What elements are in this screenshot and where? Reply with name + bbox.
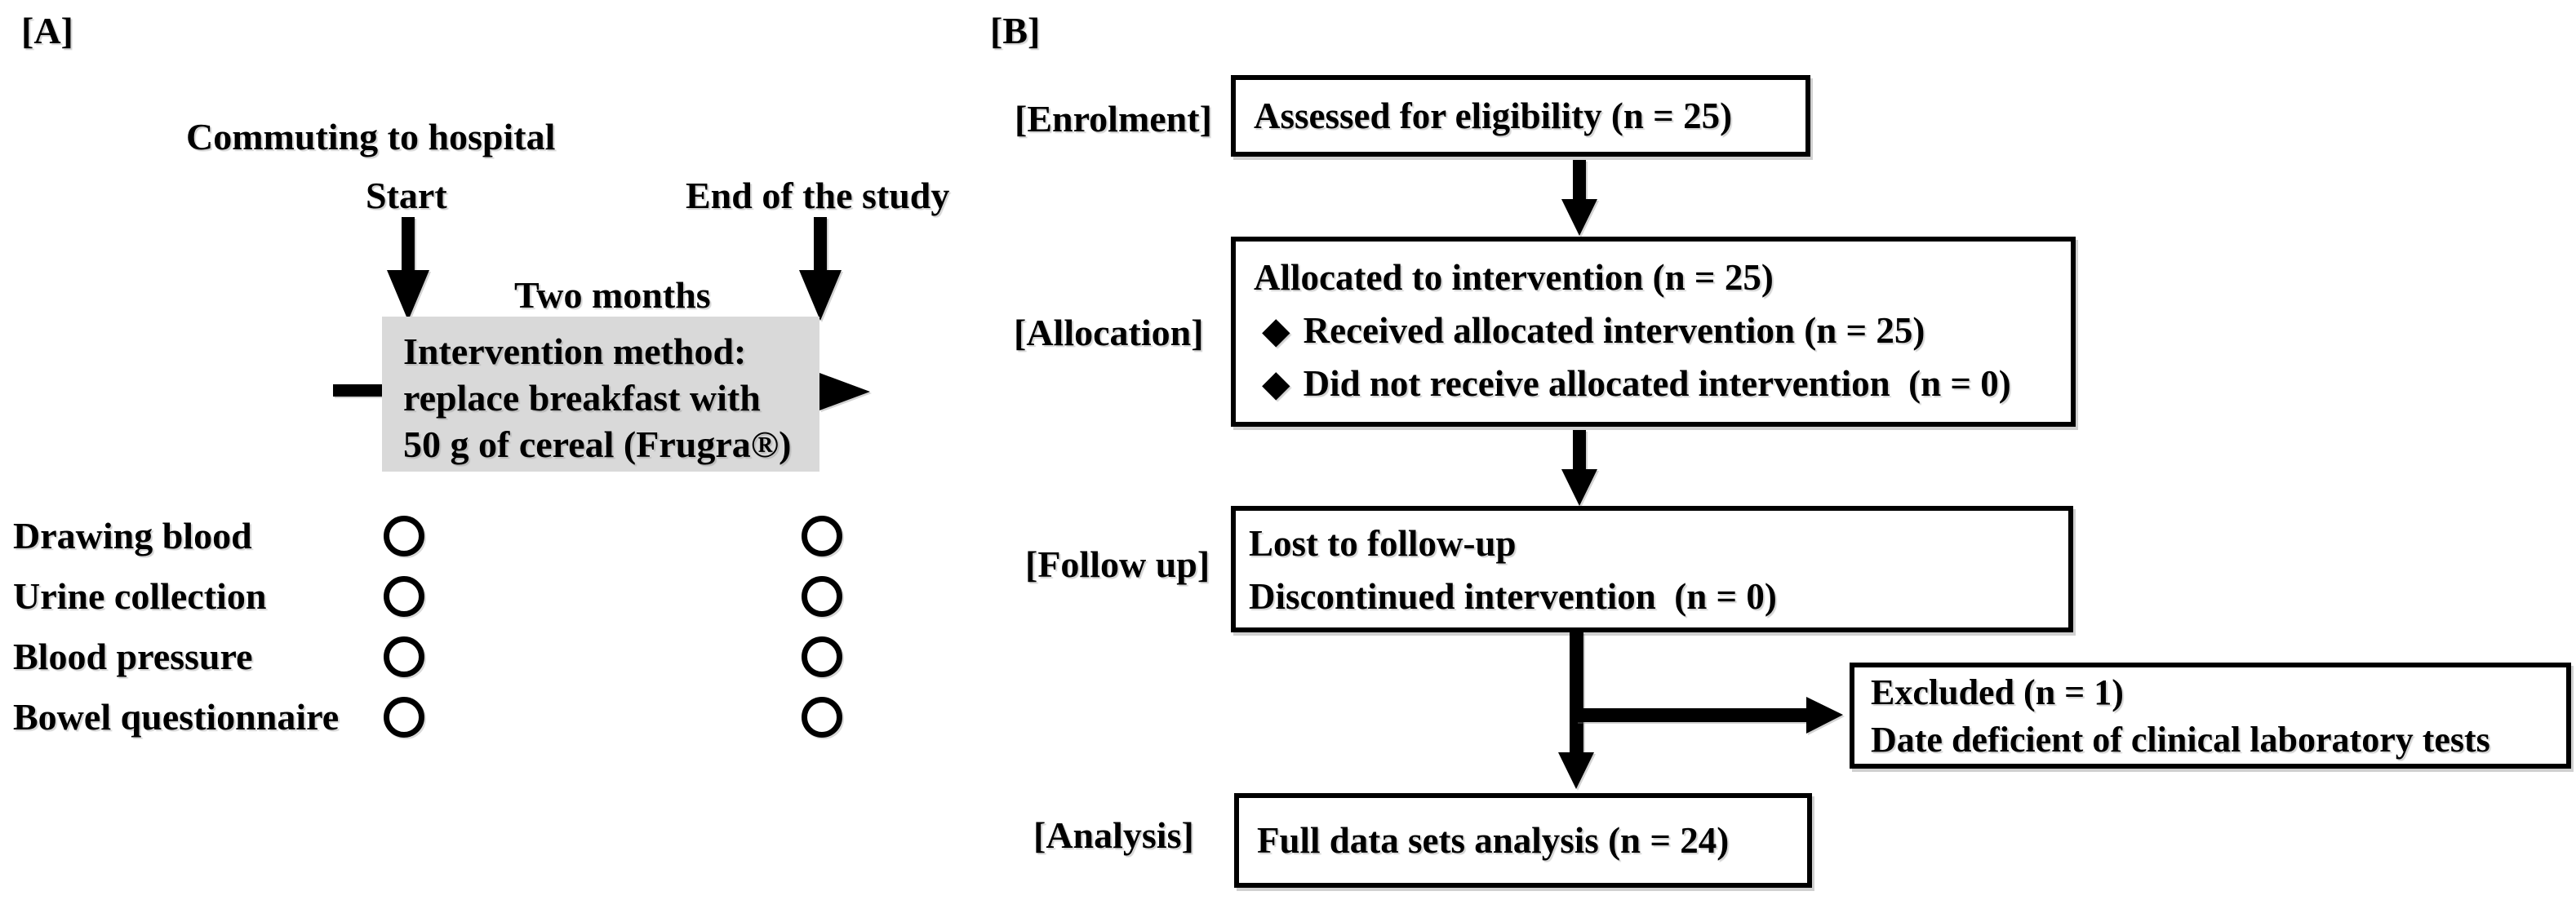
- duration-label: Two months: [514, 274, 711, 316]
- excluded-line-2: Date deficient of clinical laboratory te…: [1871, 720, 2490, 760]
- stage-label-enrolment: [Enrolment]: [1015, 98, 1212, 140]
- timepoint-circle-start-drawing-blood: [384, 516, 424, 556]
- intervention-line-1: Intervention method:: [403, 330, 747, 372]
- start-label: Start: [366, 175, 447, 216]
- timepoint-circle-end-blood-pressure: [802, 636, 842, 677]
- timepoint-circle-start-blood-pressure: [384, 636, 424, 677]
- timepoint-circle-start-bowel-questionnaire: [384, 697, 424, 738]
- stage-label-analysis: [Analysis]: [1033, 814, 1194, 856]
- diamond-bullet-icon: ◆: [1262, 363, 1290, 404]
- analysis-box: Full data sets analysis (n = 24): [1234, 793, 1812, 888]
- measurement-label-drawing-blood: Drawing blood: [13, 515, 252, 556]
- panel-b-label: [B]: [990, 10, 1041, 51]
- timepoint-circle-start-urine-collection: [384, 576, 424, 617]
- stage-label-allocation: [Allocation]: [1014, 312, 1204, 353]
- stage-label-followup: [Follow up]: [1025, 543, 1210, 585]
- allocated-bullet-2: Did not receive allocated intervention (…: [1303, 363, 2011, 404]
- followup-line-2: Discontinued intervention (n = 0): [1249, 576, 1777, 617]
- allocated-bullet-1: Received allocated intervention (n = 25): [1303, 310, 1925, 351]
- timepoint-circle-end-drawing-blood: [802, 516, 842, 556]
- panel-a-label: [A]: [21, 10, 73, 51]
- allocated-box: Allocated to intervention (n = 25) ◆ Rec…: [1231, 237, 2076, 427]
- assessed-box: Assessed for eligibility (n = 25): [1231, 75, 1810, 157]
- diamond-bullet-icon: ◆: [1262, 310, 1290, 351]
- followup-box: Lost to follow-up Discontinued intervent…: [1231, 506, 2073, 632]
- measurement-label-blood-pressure: Blood pressure: [13, 636, 253, 677]
- panel-a-header: Commuting to hospital: [186, 116, 556, 157]
- intervention-line-3: 50 g of cereal (Frugra®): [403, 423, 792, 465]
- excluded-box: Excluded (n = 1) Date deficient of clini…: [1850, 663, 2571, 769]
- intervention-line-2: replace breakfast with: [403, 377, 761, 419]
- assessed-line: Assessed for eligibility (n = 25): [1254, 95, 1733, 136]
- timepoint-circle-end-urine-collection: [802, 576, 842, 617]
- timepoint-circle-end-bowel-questionnaire: [802, 697, 842, 738]
- followup-line-1: Lost to follow-up: [1249, 523, 1517, 564]
- end-of-study-label: End of the study: [686, 175, 950, 216]
- allocated-line: Allocated to intervention (n = 25): [1254, 257, 1774, 298]
- excluded-line-1: Excluded (n = 1): [1871, 672, 2124, 712]
- measurement-label-bowel-questionnaire: Bowel questionnaire: [13, 696, 340, 738]
- analysis-line: Full data sets analysis (n = 24): [1257, 820, 1730, 861]
- measurement-label-urine-collection: Urine collection: [13, 575, 267, 617]
- intervention-method-box: Intervention method: replace breakfast w…: [382, 317, 819, 472]
